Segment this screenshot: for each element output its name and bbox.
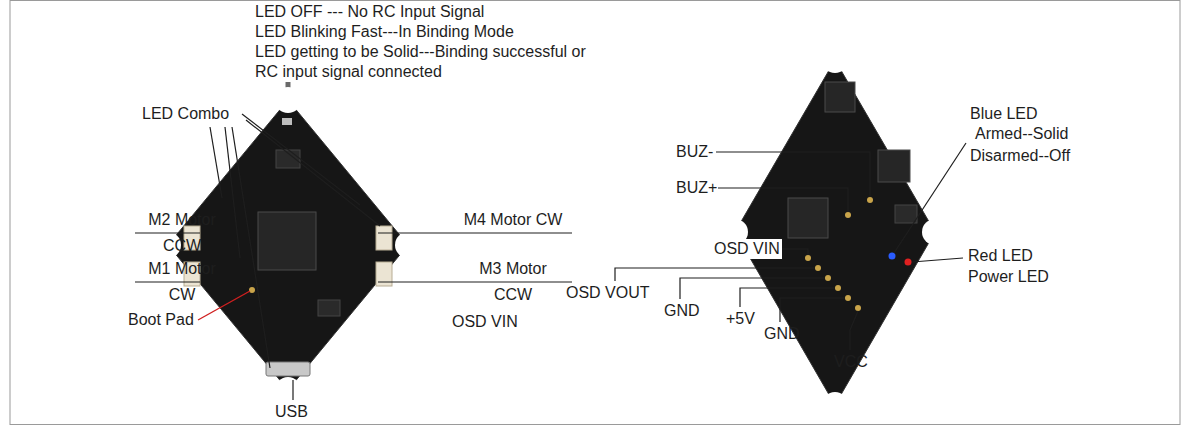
chip [895,205,917,223]
callout-label: M3 Motor CCW [458,256,568,308]
pad [867,197,873,203]
callout-label: LED Blinking Fast---In Binding Mode [255,22,514,42]
leader-lines [135,114,572,400]
usb-port [266,362,310,376]
blue-led [889,253,896,260]
component [282,118,292,125]
pad [845,212,851,218]
chip [878,150,910,182]
callout-label: Boot Pad [128,310,194,330]
pad [805,255,811,261]
pad [835,285,841,291]
callout-label: BUZ+ [676,178,717,198]
callout-label: LED Combo [140,104,231,124]
mount-notch [275,377,301,403]
chip [825,82,855,112]
callout-label: BUZ- [676,142,713,162]
pad [855,305,861,311]
pcb [735,60,935,405]
callout-label: LED OFF --- No RC Input Signal [255,2,484,22]
frame [10,1,1180,425]
callout-label: M4 Motor CW [458,207,568,233]
mount-notch [922,219,948,245]
callout-label: +5V [726,309,755,329]
callout-label: M2 Motor CCW [137,207,227,259]
callout-label: VCC [834,352,868,372]
callout-label: Blue LED [970,104,1038,124]
callout-label: OSD VIN [452,312,518,332]
red-led [905,259,912,266]
pad [825,275,831,281]
pad [815,265,821,271]
callout-label: OSD VIN [712,239,782,259]
callout-label: Disarmed--Off [970,146,1070,166]
callout-label: Armed--Solid [975,124,1068,144]
callout-label: GND [764,324,800,344]
callout-label: OSD VOUT [566,283,650,303]
callout-label: Red LED [968,246,1033,266]
callout-label: LED getting to be Solid---Binding succes… [255,42,590,82]
flight-controller-bottom [722,47,948,418]
boot-pad [249,287,255,293]
chip [318,300,340,316]
boot-pad-leader [198,291,250,320]
callout-label: USB [275,402,308,422]
chip [788,198,828,238]
mount-notch [395,232,421,258]
callout-label: GND [664,301,700,321]
leader-lines [615,143,966,350]
mount-notch [275,87,301,113]
callout-label: Power LED [968,267,1049,287]
mount-notch [822,47,848,73]
pcb [168,100,408,390]
mount-notch [822,392,848,418]
pad [845,295,851,301]
motor-plug [376,226,392,250]
mcu-chip [258,212,316,270]
callout-label: M1 Motor CW [137,256,227,308]
